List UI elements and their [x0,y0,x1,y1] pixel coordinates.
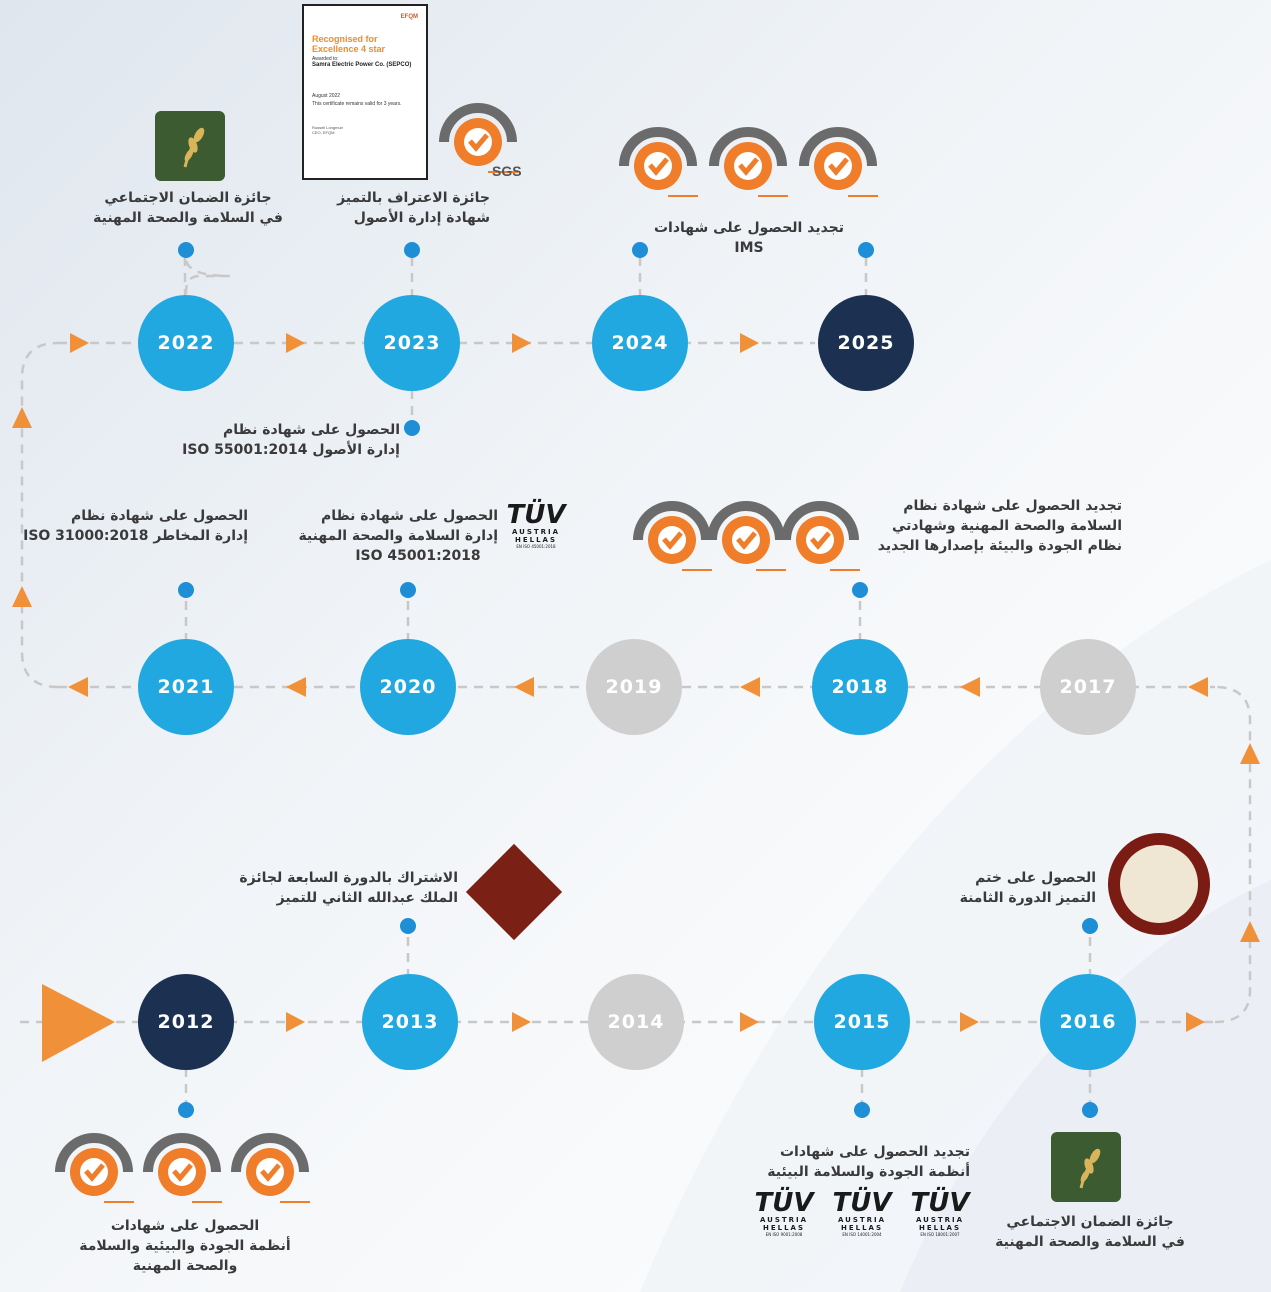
label-line: التميز الدورة الثامنة [959,890,1096,906]
tuv-austria: AUSTRIA [759,1216,809,1224]
year-2015: 2015 [814,974,910,1070]
certificate-company: Samra Electric Power Co. (SEPCO) [312,62,412,68]
label-2015: تجديد الحصول على شهادات أنظمة الجودة وال… [748,1142,970,1182]
year-2014: 2014 [588,974,684,1070]
year-2025: 2025 [818,295,914,391]
label-line: أنظمة الجودة والسلامة البيئية [767,1164,970,1180]
label-2024: تجديد الحصول على شهادات IMS [640,218,858,258]
year-2013: 2013 [362,974,458,1070]
label-line: شهادة إدارة الأصول [353,210,490,226]
tuv-brand: TÜV [832,1188,892,1218]
tuv-cert: EN ISO 9001:2008 [765,1232,803,1237]
label-2020: الحصول على شهادة نظام إدارة السلامة والص… [268,506,498,566]
year-2012: 2012 [138,974,234,1070]
tuv-logo: TÜV AUSTRIA HELLAS EN ISO 45001:2018 [506,502,566,550]
tuv-logo: TÜV AUSTRIA HELLAS EN ISO 18001:2007 [910,1190,970,1238]
tuv-logo: TÜV AUSTRIA HELLAS EN ISO 9001:2008 [754,1190,814,1238]
label-line: الاشتراك بالدورة السابعة لجائزة [239,870,458,886]
certificate-signer-title: CEO, EFQM [312,130,335,135]
tuv-brand: TÜV [910,1188,970,1218]
efqm-logo: EFQM [400,14,418,20]
label-line: الحصول على ختم [975,870,1096,886]
tuv-austria: AUSTRIA [511,528,561,536]
label-line: إدارة السلامة والصحة المهنية [298,528,498,544]
label-2022: جائزة الضمان الاجتماعي في السلامة والصحة… [88,188,288,228]
social-security-award-icon [1051,1132,1121,1202]
label-line: والصحة المهنية [132,1258,238,1274]
label-2016-bottom: جائزة الضمان الاجتماعي في السلامة والصحة… [988,1212,1192,1252]
certificate-awarded: Awarded to: [312,56,339,62]
label-2018: تجديد الحصول على شهادة نظام السلامة والص… [856,496,1122,556]
tuv-hellas: HELLAS [840,1224,884,1232]
year-2020: 2020 [360,639,456,735]
label-line: تجديد الحصول على شهادة نظام [903,498,1122,514]
label-2023-top: جائزة الاعتراف بالتميز شهادة إدارة الأصو… [300,188,490,228]
label-line: نظام الجودة والبيئة بإصدارها الجديد [877,538,1122,554]
label-line: تجديد الحصول على شهادات [779,1144,970,1160]
year-2024: 2024 [592,295,688,391]
label-line: الحصول على شهادة نظام [222,422,400,438]
label-line: الحصول على شهادات [110,1218,260,1234]
year-2023: 2023 [364,295,460,391]
label-line: الحصول على شهادة نظام [320,508,498,524]
certificate-signer: Russell Longmuir [312,125,343,130]
label-line: جائزة الاعتراف بالتميز [337,190,490,206]
sgs-label: SGS [492,163,522,179]
iso-code: ISO 45001:2018 [355,548,481,564]
label-line: أنظمة الجودة والبيئية والسلامة [79,1238,291,1254]
certificate-note: This certificate remains valid for 3 yea… [312,101,402,107]
label-line: جائزة الضمان الاجتماعي [104,190,272,206]
tuv-cert: EN ISO 45001:2018 [516,544,556,549]
tuv-austria: AUSTRIA [915,1216,965,1224]
label-line: إدارة المخاطر [153,528,248,544]
year-2019: 2019 [586,639,682,735]
label-2013: الاشتراك بالدورة السابعة لجائزة الملك عب… [226,868,458,908]
label-line: جائزة الضمان الاجتماعي [1006,1214,1174,1230]
tuv-hellas: HELLAS [762,1224,806,1232]
label-2021: الحصول على شهادة نظام إدارة المخاطر ISO … [20,506,248,546]
label-line: تجديد الحصول على شهادات [653,220,845,236]
label-line: الحصول على شهادة نظام [70,508,248,524]
year-2018: 2018 [812,639,908,735]
certificate-title: Recognised for Excellence 4 star [312,34,386,54]
excellence-seal-icon [1108,833,1210,935]
label-2023-bottom: الحصول على شهادة نظام إدارة الأصول ISO 5… [180,420,400,460]
tuv-cert: EN ISO 14001:2004 [842,1232,882,1237]
certificate-date: August 2022 [312,93,341,99]
label-2012: الحصول على شهادات أنظمة الجودة والبيئية … [60,1216,310,1276]
efqm-certificate: EFQM Recognised for Excellence 4 star Aw… [302,4,428,180]
iso-code: ISO 31000:2018 [23,528,149,544]
year-2022: 2022 [138,295,234,391]
year-2021: 2021 [138,639,234,735]
year-2016: 2016 [1040,974,1136,1070]
label-line: في السلامة والصحة المهنية [995,1234,1185,1250]
tuv-hellas: HELLAS [514,536,558,544]
label-line: إدارة الأصول [312,442,400,458]
tuv-cert: EN ISO 18001:2007 [920,1232,960,1237]
label-line: الملك عبدالله الثاني للتميز [276,890,458,906]
label-line: IMS [734,240,764,256]
tuv-brand: TÜV [754,1188,814,1218]
tuv-austria: AUSTRIA [837,1216,887,1224]
label-line: السلامة والصحة المهنية وشهادتي [891,518,1122,534]
social-security-award-icon [155,111,225,181]
iso-code: ISO 55001:2014 [182,442,308,458]
tuv-brand: TÜV [506,500,566,530]
tuv-hellas: HELLAS [918,1224,962,1232]
year-2017: 2017 [1040,639,1136,735]
tuv-logo: TÜV AUSTRIA HELLAS EN ISO 14001:2004 [832,1190,892,1238]
label-line: في السلامة والصحة المهنية [93,210,283,226]
label-2016-top: الحصول على ختم التميز الدورة الثامنة [940,868,1096,908]
